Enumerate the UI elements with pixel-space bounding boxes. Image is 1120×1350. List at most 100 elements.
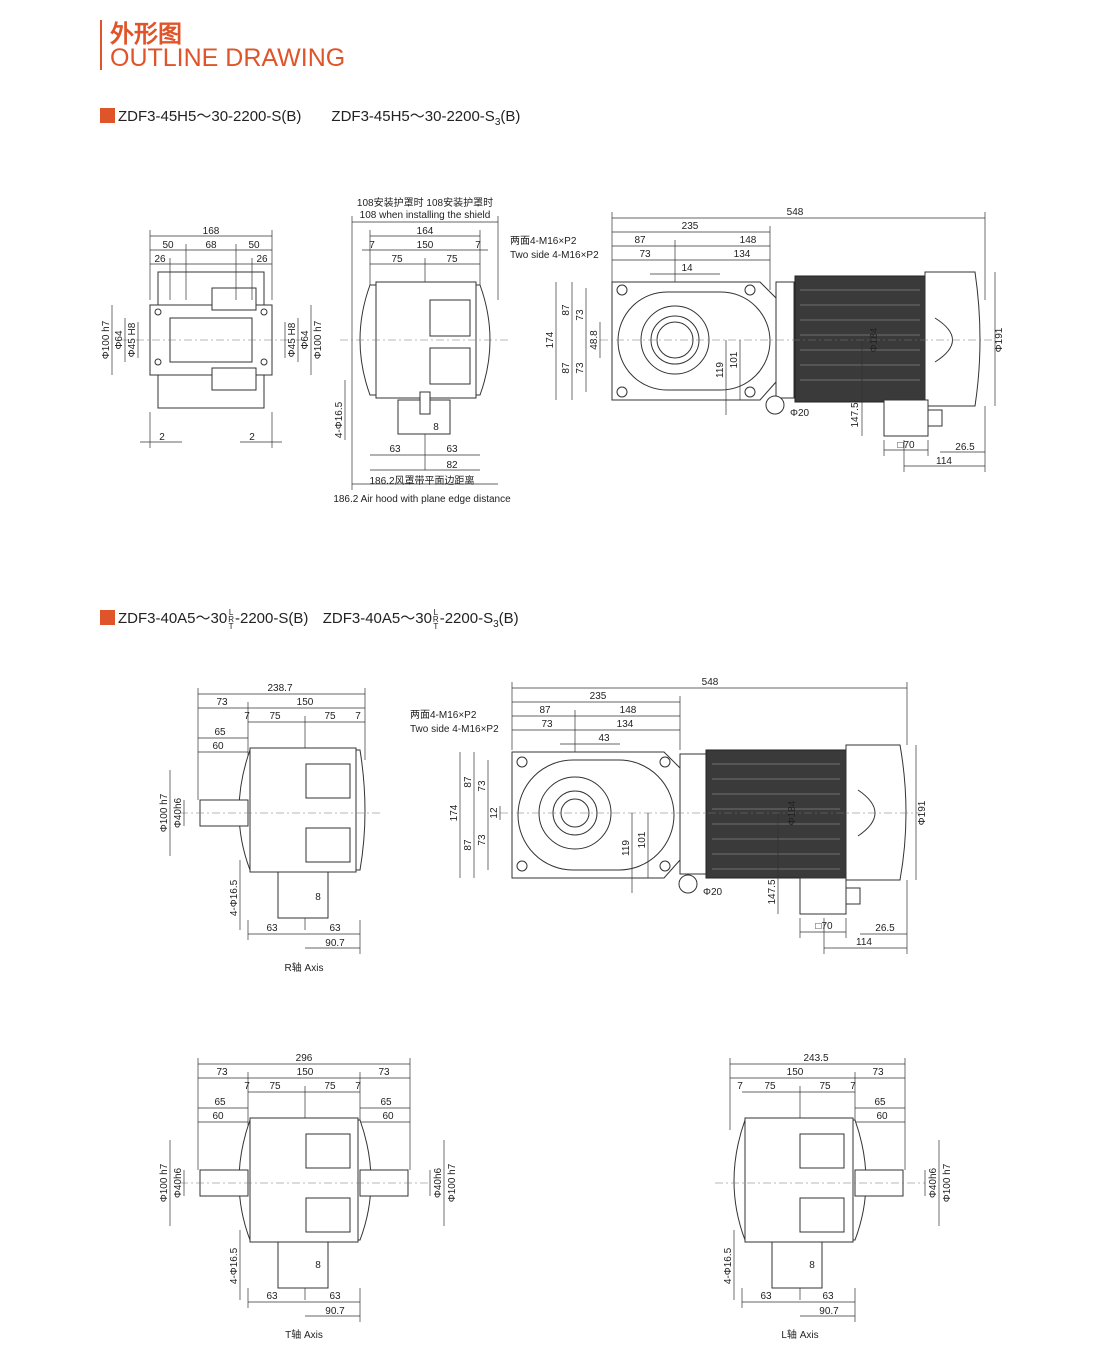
- dim-label: 243.5: [803, 1053, 828, 1064]
- dim-label: 134: [617, 719, 634, 730]
- s1-side-view: 108安装护罩时 108安装护罩时 108 when installing th…: [333, 196, 511, 505]
- dim-label: 87: [463, 776, 474, 788]
- s2r-rib: [305, 827, 351, 863]
- dim-label: 134: [734, 249, 751, 260]
- dim-label: 7: [737, 1081, 743, 1092]
- s2l-terminal-box: [771, 1241, 823, 1289]
- s1-end-rib-bottom: [211, 367, 257, 391]
- s1-cable-gland: [927, 409, 943, 427]
- dim-label: Φ20: [703, 887, 723, 898]
- dim-label: 73: [477, 834, 488, 846]
- dim-label: 60: [382, 1111, 394, 1122]
- dim-label: 7: [355, 711, 361, 722]
- dim-label: 43: [598, 733, 610, 744]
- dim-label: 7: [475, 240, 481, 251]
- dim-label: Φ100 h7: [447, 1163, 458, 1202]
- dim-label: 548: [787, 207, 804, 218]
- s1-end-view: 168 50 68 50 26 26 Φ100 h7 Φ64 Φ45 H8 Φ4…: [101, 226, 324, 448]
- dim-label: 101: [637, 831, 648, 848]
- dim-label: 75: [269, 1081, 281, 1092]
- dim-label: 63: [329, 1291, 341, 1302]
- dim-label: 63: [389, 444, 401, 455]
- dim-label: □70: [897, 440, 915, 451]
- dim-label: Φ64: [300, 330, 311, 350]
- dim-label: Φ40h6: [928, 1167, 939, 1198]
- dim-label: 73: [216, 1067, 228, 1078]
- s2l-rib: [799, 1197, 845, 1233]
- dim-label: 150: [787, 1067, 804, 1078]
- bolt-hole-icon: [260, 358, 268, 366]
- lifting-eye-icon: [765, 395, 785, 415]
- s2-r-axis-view: 238.7 73 150 7 75 75 7 65 60 Φ100 h7 Φ40…: [159, 683, 380, 974]
- dim-label: 75: [446, 254, 458, 265]
- bolt-hole-icon: [516, 756, 528, 768]
- dim-label: 75: [819, 1081, 831, 1092]
- dim-label: Φ40h6: [173, 797, 184, 828]
- dim-label: □70: [815, 921, 833, 932]
- bolt-hole-icon: [744, 284, 756, 296]
- s2-fan-cover: [845, 744, 907, 881]
- dim-label: 150: [417, 240, 434, 251]
- dim-label: 548: [702, 677, 719, 688]
- dim-label: 2: [159, 432, 165, 443]
- s2-adapter: [679, 753, 707, 875]
- dim-label: 75: [269, 711, 281, 722]
- dim-label: 174: [449, 804, 460, 821]
- dim-label: 4-Φ16.5: [723, 1247, 734, 1284]
- t-axis-caption: T轴 Axis: [285, 1328, 323, 1341]
- bolt-hole-icon: [154, 358, 162, 366]
- dim-label: 82: [446, 460, 458, 471]
- dim-label: 50: [162, 240, 174, 251]
- section-marker-icon: [100, 108, 115, 123]
- bolt-hole-icon: [616, 386, 628, 398]
- dim-label: 164: [417, 226, 434, 237]
- dim-label: 296: [296, 1053, 313, 1064]
- s1-end-rib-top: [211, 287, 257, 311]
- dim-label: 73: [872, 1067, 884, 1078]
- dim-label: 63: [329, 923, 341, 934]
- header-accent-bar: [100, 20, 102, 70]
- dim-label: Φ100 h7: [159, 793, 170, 832]
- dim-label: 90.7: [325, 1306, 345, 1317]
- dim-label: Φ20: [790, 408, 810, 419]
- s2-l-axis-view: 243.5 150 73 7 75 75 7 65 60 Φ40h6 Φ100 …: [715, 1053, 953, 1341]
- dim-label: 150: [297, 1067, 314, 1078]
- page-title-en: OUTLINE DRAWING: [110, 44, 346, 72]
- dim-label: 60: [212, 741, 224, 752]
- airhood-note-cn: 186.2风罩带平面边距离: [369, 474, 474, 487]
- dim-label: 73: [575, 309, 586, 321]
- two-side-note-cn: 两面4-M16×P2: [410, 710, 477, 721]
- dim-label: 8: [315, 892, 321, 903]
- dim-label: 87: [539, 705, 551, 716]
- dim-label: Φ100 h7: [313, 320, 324, 359]
- two-side-note-en: Two side 4-M16×P2: [410, 724, 499, 735]
- dim-label: 4-Φ16.5: [334, 401, 345, 438]
- dim-label: 63: [822, 1291, 834, 1302]
- bolt-hole-icon: [744, 386, 756, 398]
- dim-label: 114: [856, 937, 872, 948]
- dim-label: 63: [760, 1291, 772, 1302]
- dim-label: 48.8: [589, 330, 600, 350]
- s2t-rib: [305, 1197, 351, 1233]
- airhood-note-en: 186.2 Air hood with plane edge distance: [333, 494, 511, 505]
- dim-label: Φ64: [114, 330, 125, 350]
- dim-label: 7: [369, 240, 375, 251]
- section-marker-icon: [100, 610, 115, 625]
- s2-t-axis-view: 296 73 150 73 7 75 75 7 65 60 65 60 Φ100…: [159, 1053, 458, 1341]
- dim-label: Φ184: [787, 800, 798, 825]
- s1-side-rib: [429, 347, 471, 385]
- bolt-hole-icon: [154, 308, 162, 316]
- dim-label: 90.7: [819, 1306, 839, 1317]
- dim-label: 4-Φ16.5: [229, 1247, 240, 1284]
- dim-label: 75: [764, 1081, 776, 1092]
- dim-label: Φ184: [869, 327, 880, 352]
- dim-label: 26.5: [875, 923, 895, 934]
- dim-label: Φ45 H8: [287, 322, 298, 357]
- dim-label: 68: [205, 240, 217, 251]
- s2r-rib: [305, 763, 351, 799]
- dim-label: 65: [380, 1097, 392, 1108]
- s2-terminal-box: [799, 877, 847, 915]
- section1-heading: ZDF3-45H5～30-2200-S(B)ZDF3-45H5～30-2200-…: [100, 105, 520, 128]
